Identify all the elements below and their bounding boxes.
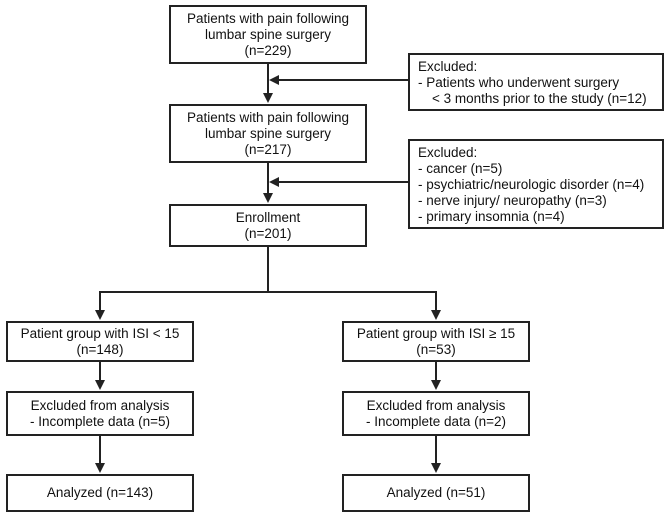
- initial-line-2: lumbar spine surgery: [204, 26, 332, 42]
- box-initial-patients: Patients with pain following lumbar spin…: [169, 5, 367, 64]
- exclusion2-cancer: - cancer (n=5): [418, 161, 503, 176]
- box-group-isi-low: Patient group with ISI < 15 (n=148): [6, 321, 194, 362]
- exclusion2-psychiatric: - psychiatric/neurologic disorder (n=4): [418, 177, 645, 192]
- analyzed-high-label: Analyzed (n=51): [386, 485, 486, 500]
- exclusion1-reason: - Patients who underwent surgery: [418, 75, 620, 90]
- box-excluded-analysis-high: Excluded from analysis - Incomplete data…: [342, 391, 530, 436]
- exclusion1-heading: Excluded:: [418, 59, 478, 74]
- exclusion2-insomnia: - primary insomnia (n=4): [418, 209, 565, 224]
- analyzed-low-label: Analyzed (n=143): [46, 485, 154, 500]
- box-analyzed-high: Analyzed (n=51): [342, 474, 530, 512]
- enrollment-label: Enrollment: [235, 209, 301, 225]
- group-low-label: Patient group with ISI < 15: [20, 325, 180, 341]
- box-patients-after-exclusion: Patients with pain following lumbar spin…: [169, 104, 367, 163]
- initial-line-1: Patients with pain following: [186, 10, 350, 26]
- excl-low-reason: - Incomplete data (n=5): [30, 413, 170, 429]
- exclusion2-heading: Excluded:: [418, 145, 478, 160]
- excl-high-reason: - Incomplete data (n=2): [366, 413, 506, 429]
- box-exclusion-2: Excluded: - cancer (n=5) - psychiatric/n…: [408, 139, 664, 229]
- group-low-count: (n=148): [76, 341, 124, 357]
- exclusion1-reason-cont: < 3 months prior to the study (n=12): [432, 91, 647, 106]
- second-line-1: Patients with pain following: [186, 109, 350, 125]
- group-high-label: Patient group with ISI ≥ 15: [356, 325, 516, 341]
- box-analyzed-low: Analyzed (n=143): [6, 474, 194, 512]
- group-high-count: (n=53): [416, 341, 456, 357]
- box-enrollment: Enrollment (n=201): [169, 204, 367, 247]
- box-excluded-analysis-low: Excluded from analysis - Incomplete data…: [6, 391, 194, 436]
- exclusion2-nerve-injury: - nerve injury/ neuropathy (n=3): [418, 193, 607, 208]
- excl-high-heading: Excluded from analysis: [366, 397, 506, 413]
- excl-low-heading: Excluded from analysis: [30, 397, 170, 413]
- second-line-3: (n=217): [244, 141, 292, 157]
- enrollment-count: (n=201): [244, 225, 292, 241]
- initial-line-3: (n=229): [244, 42, 292, 58]
- second-line-2: lumbar spine surgery: [204, 125, 332, 141]
- box-group-isi-high: Patient group with ISI ≥ 15 (n=53): [342, 321, 530, 362]
- box-exclusion-1: Excluded: - Patients who underwent surge…: [408, 53, 664, 111]
